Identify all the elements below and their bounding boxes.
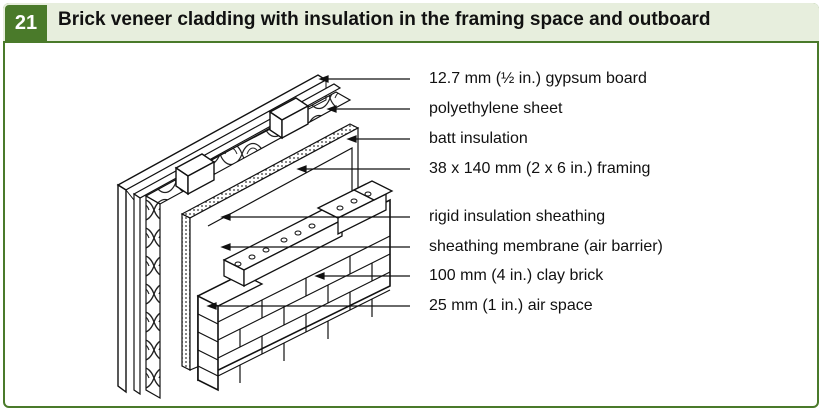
figure-number: 21 [5,5,47,41]
brick-veneer [196,180,394,392]
label-polyethylene-sheet: polyethylene sheet [429,100,563,117]
figure-title: Brick veneer cladding with insulation in… [58,9,711,30]
label-sheathing-membrane: sheathing membrane (air barrier) [429,238,663,255]
figure-header [3,3,819,43]
leader-lines [206,75,410,310]
framing-studs [174,97,310,196]
label-gypsum-board: 12.7 mm (½ in.) gypsum board [429,70,647,87]
label-clay-brick: 100 mm (4 in.) clay brick [429,267,604,284]
label-air-space: 25 mm (1 in.) air space [429,297,593,314]
label-batt-insulation: batt insulation [429,130,528,147]
label-framing: 38 x 140 mm (2 x 6 in.) framing [429,160,651,177]
label-rigid-insulation: rigid insulation sheathing [429,208,606,225]
